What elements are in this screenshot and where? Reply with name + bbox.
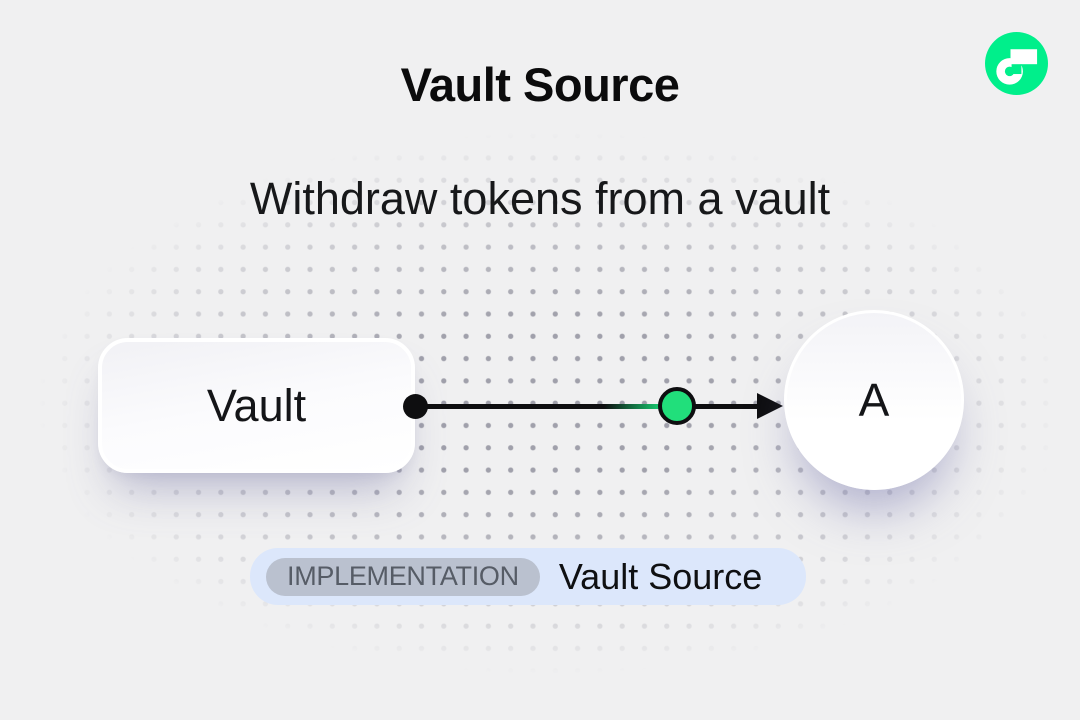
flow-logo-icon xyxy=(985,32,1048,95)
edge-green-fade xyxy=(604,404,660,409)
edge-line xyxy=(412,404,758,409)
vault-node: Vault xyxy=(98,338,415,473)
implementation-label: Vault Source xyxy=(558,555,763,597)
page-title: Vault Source xyxy=(400,58,680,111)
edge-arrowhead-icon xyxy=(757,393,783,419)
implementation-badge: IMPLEMENTATION Vault Source xyxy=(250,548,806,605)
account-node-label: A xyxy=(858,374,890,426)
vault-node-label: Vault xyxy=(206,379,307,431)
account-node: A xyxy=(784,310,964,490)
edge-start-dot xyxy=(403,394,428,419)
implementation-tag: IMPLEMENTATION xyxy=(266,557,540,596)
edge-token-dot xyxy=(658,387,696,425)
page-subtitle: Withdraw tokens from a vault xyxy=(249,173,831,224)
